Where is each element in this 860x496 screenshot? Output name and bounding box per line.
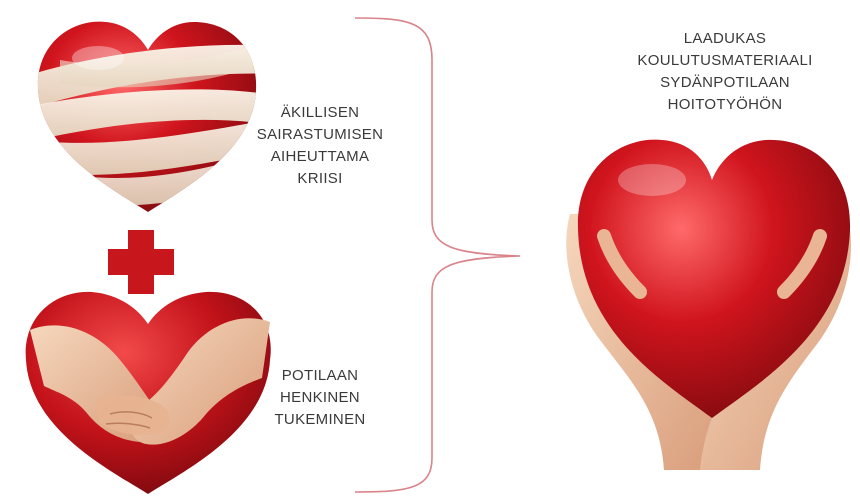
support-label: POTILAAN HENKINEN TUKEMINEN [250,365,390,431]
crisis-label: ÄKILLISEN SAIRASTUMISEN AIHEUTTAMA KRIIS… [250,102,390,190]
hands-holding-heart-icon [566,140,851,470]
outcome-label: LAADUKAS KOULUTUSMATERIAALI SYDÄNPOTILAA… [600,28,850,116]
bandaged-heart-icon [20,22,280,212]
holding-hands-heart-icon [26,292,271,494]
plus-icon [108,230,174,294]
